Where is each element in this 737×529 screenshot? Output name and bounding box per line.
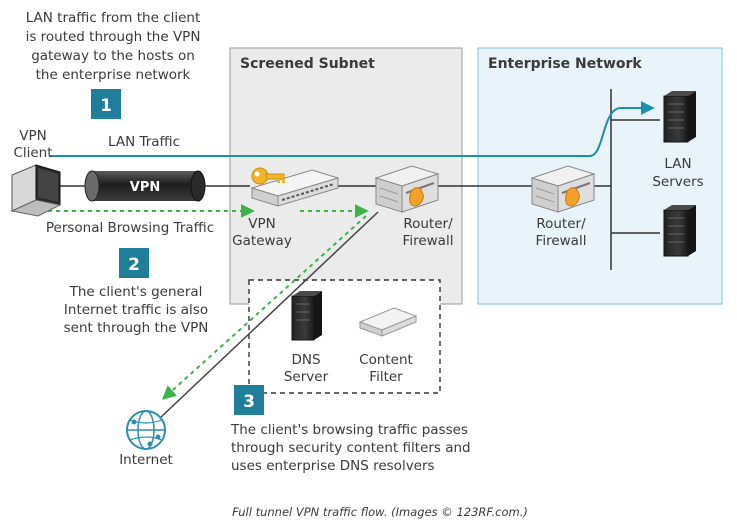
internet-label: Internet	[119, 452, 173, 468]
step2-text-line3: sent through the VPN	[64, 320, 209, 336]
step1-badge	[91, 89, 121, 119]
lan-traffic-path	[50, 101, 655, 157]
screened-subnet-title: Screened Subnet	[240, 56, 375, 72]
step2-text-line2: Internet traffic is also	[64, 302, 208, 318]
vpn-tunnel-label: VPN	[130, 180, 160, 195]
vpn-client-label-line2: Client	[13, 145, 52, 161]
step1-text-line3: gateway to the hosts on	[31, 48, 195, 64]
content-filter-label-line1: Content	[359, 352, 413, 368]
step3-text-line1: The client's browsing traffic passes	[230, 422, 468, 438]
globe-icon	[126, 410, 166, 450]
link-router-internet	[159, 211, 379, 419]
step2-text-line1: The client's general	[69, 284, 203, 300]
router-firewall-icon	[374, 165, 440, 213]
step3-number: 3	[243, 392, 255, 412]
step2-badge	[119, 248, 149, 278]
router-firewall-2-label-line1: Router/	[536, 216, 586, 232]
content-filter-appliance-icon	[358, 307, 418, 337]
figure-caption: Full tunnel VPN traffic flow. (Images © …	[232, 505, 528, 519]
laptop-icon	[10, 164, 62, 217]
enterprise-network-title: Enterprise Network	[488, 56, 642, 72]
router-firewall-2-icon	[530, 165, 596, 213]
lan-servers-label-line2: Servers	[652, 174, 703, 190]
dns-filter-region	[248, 279, 441, 394]
step1-text-line1: LAN traffic from the client	[26, 10, 201, 26]
step3-badge	[234, 385, 264, 415]
dns-server-icon	[291, 291, 322, 341]
server-rack-icon	[663, 91, 696, 143]
router-firewall-1-label-line2: Firewall	[403, 233, 454, 249]
router-firewall-1-label-line1: Router/	[403, 216, 453, 232]
vpn-gateway-appliance-icon	[250, 169, 340, 207]
personal-browsing-label: Personal Browsing Traffic	[46, 220, 214, 236]
step3-text-line3: uses enterprise DNS resolvers	[231, 458, 435, 474]
dns-server-label-line2: Server	[284, 369, 329, 385]
server-rack-2-icon	[663, 205, 696, 257]
browsing-router-to-internet	[161, 215, 367, 400]
content-filter-label-line2: Filter	[369, 369, 403, 385]
step1-text-line2: is routed through the VPN	[26, 29, 201, 45]
dns-server-label-line1: DNS	[291, 352, 320, 368]
enterprise-network-zone	[477, 47, 723, 305]
step3-text-line2: through security content filters and	[231, 440, 471, 456]
step1-text-line4: the enterprise network	[36, 67, 191, 83]
key-icon	[251, 167, 285, 185]
vpn-gateway-label-line1: VPN	[248, 216, 275, 232]
step1-number: 1	[100, 96, 112, 116]
vpn-gateway-label-line2: Gateway	[232, 233, 292, 249]
lan-traffic-label: LAN Traffic	[108, 134, 180, 150]
lan-servers-label-line1: LAN	[664, 156, 691, 172]
step2-number: 2	[128, 255, 140, 275]
router-firewall-2-label-line2: Firewall	[536, 233, 587, 249]
vpn-client-label-line1: VPN	[19, 128, 46, 144]
vpn-tunnel-pipe-icon	[84, 170, 206, 202]
